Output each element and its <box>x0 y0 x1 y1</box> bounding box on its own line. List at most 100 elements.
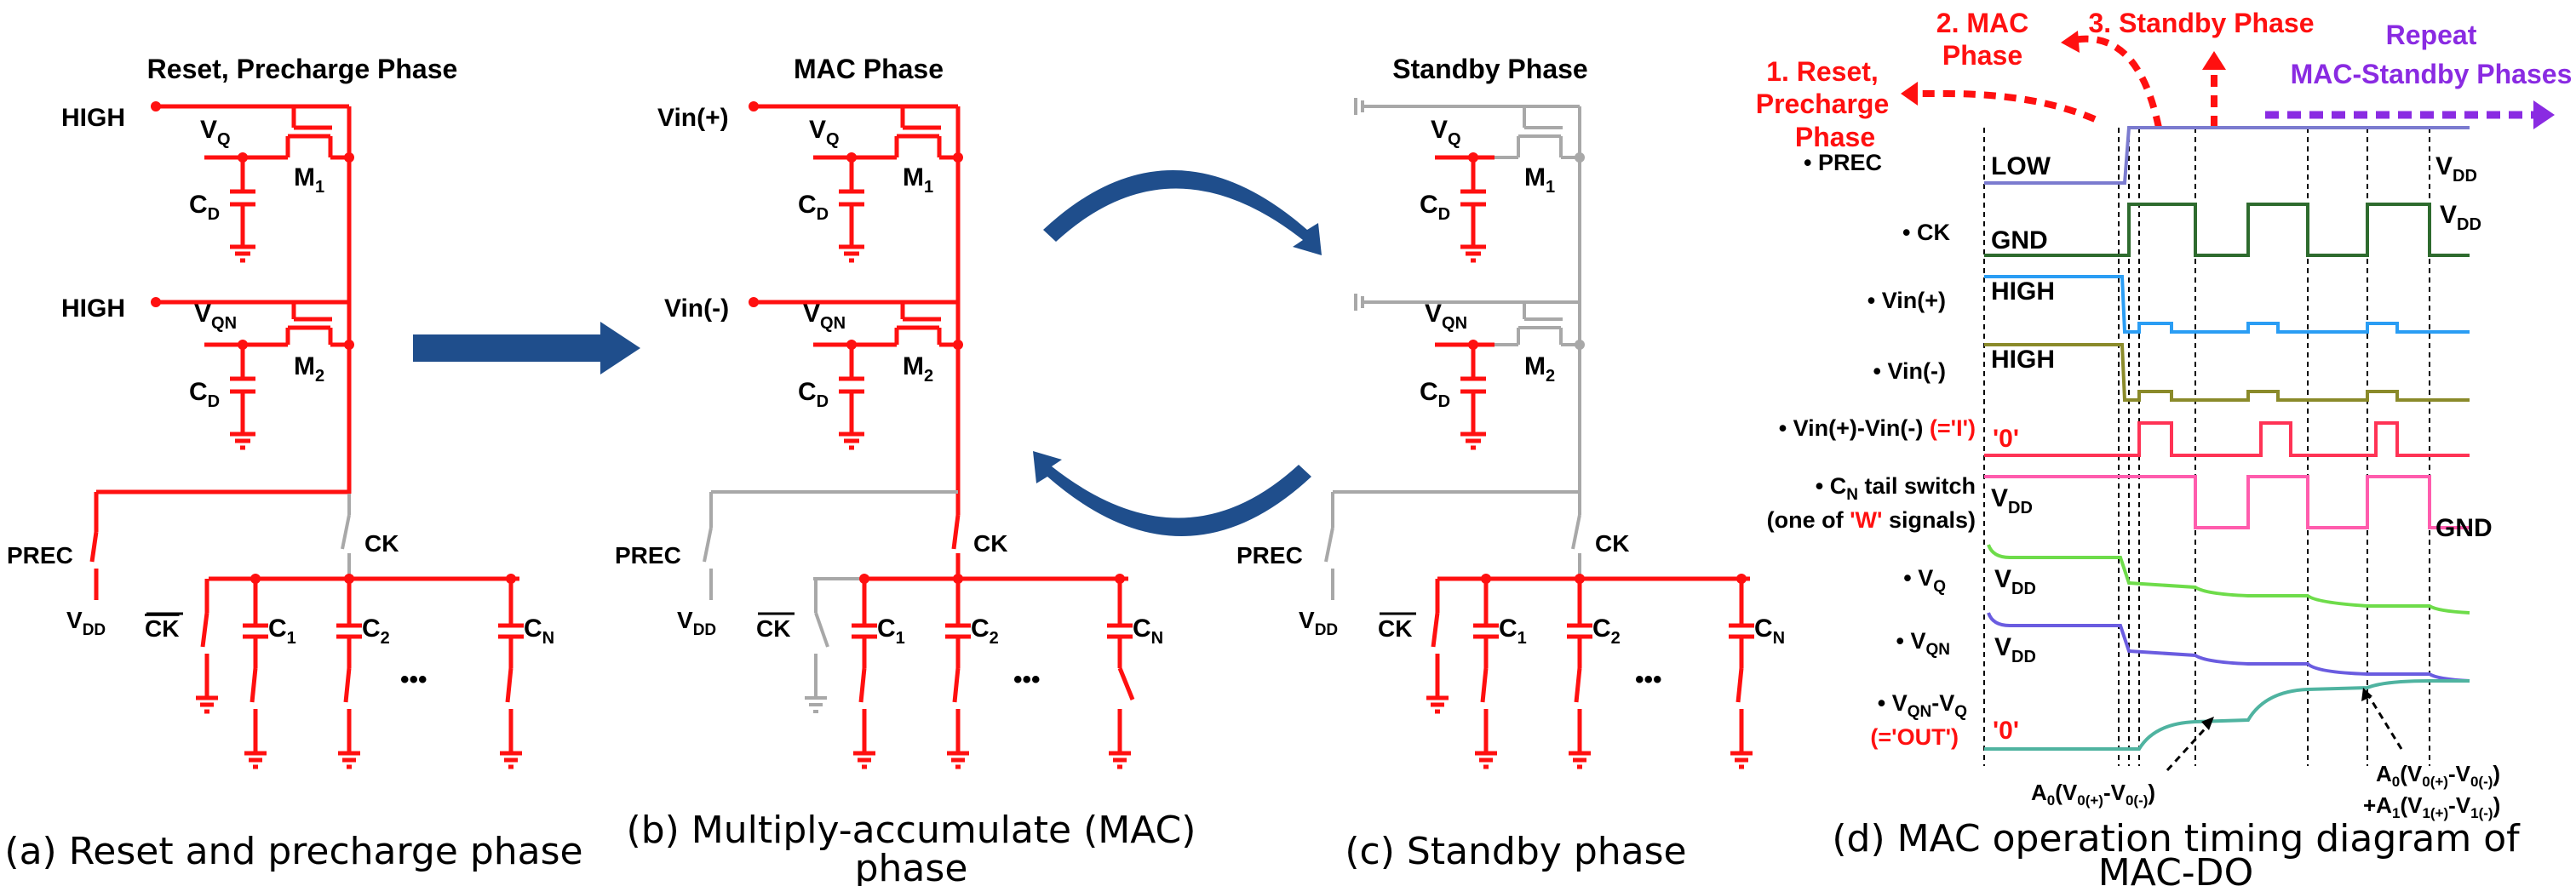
sig-prec-label: • PREC <box>1804 150 1882 175</box>
wave-vqn <box>1987 612 2470 683</box>
annotation-sum-l1: A0(V0(+)-V0(-)) <box>2376 761 2500 790</box>
wave-diff <box>1984 421 2470 457</box>
vqn-label-b: VQN <box>803 300 846 333</box>
annotation-sum-l2: +A1(V1(+)-V1(-)) <box>2363 792 2500 821</box>
phase2-arrowhead <box>2061 31 2080 53</box>
m2-label-a: M2 <box>294 352 324 386</box>
ck-label-b: CK <box>973 530 1007 557</box>
repeat-label-l2: MAC-Standby Phases <box>2291 59 2573 89</box>
phase1-label-l3: Phase <box>1795 122 1875 152</box>
cd-label-b1: CD <box>798 191 829 224</box>
wave-out <box>1984 679 2470 751</box>
high-label-top: HIGH <box>61 104 125 132</box>
transition-arrow-right <box>413 322 640 374</box>
c2-label-b: C2 <box>971 614 999 648</box>
sig-out-label-l2: (='OUT') <box>1870 724 1959 750</box>
vq-label-b: VQ <box>809 116 840 149</box>
ck-vdd-value: VDD <box>2440 201 2481 234</box>
phase1-label-l1: 1. Reset, <box>1766 56 1879 87</box>
panel-c-title: Standby Phase <box>1392 54 1587 84</box>
wave-cn-tail <box>1984 475 2470 529</box>
sig-vinm-label: • Vin(-) <box>1873 358 1946 384</box>
phase1-arrowhead <box>1901 82 1918 106</box>
ckbar-label-a: CK <box>145 615 179 642</box>
c1-label-a: C1 <box>268 614 296 648</box>
cycle-arrows <box>1033 170 1322 536</box>
phase3-arrowhead <box>2202 51 2226 70</box>
phase1-arrow <box>1908 90 2097 123</box>
wave-vq <box>1987 544 2470 614</box>
vinp-high-value: HIGH <box>1991 277 2055 306</box>
c2-label-c: C2 <box>1592 614 1621 648</box>
annotation-arrowhead-1 <box>2201 717 2214 730</box>
ck-gnd-value: GND <box>1991 226 2048 254</box>
phase2-label-l2: Phase <box>1942 40 2022 71</box>
vq-label-a: VQ <box>200 116 231 149</box>
panel-d-caption-line2: MAC-DO <box>2098 851 2253 886</box>
vqn-label-a: VQN <box>194 300 237 333</box>
sig-cn-label-l1: • CN tail switch <box>1816 473 1976 504</box>
sig-vinp-label: • Vin(+) <box>1867 288 1946 313</box>
cn-vdd-value: VDD <box>1991 484 2033 517</box>
annotation-pointers <box>2166 693 2403 772</box>
cn-label-b: CN <box>1133 614 1163 648</box>
ck-label-a: CK <box>364 530 399 557</box>
wave-prec <box>1984 126 2470 185</box>
panel-d-caption-line1: (d) MAC operation timing diagram of <box>1832 817 2521 860</box>
annotation-a0: A0(V0(+)-V0(-)) <box>2031 780 2155 809</box>
wave-vinp <box>1984 275 2470 334</box>
panel-c-caption: (c) Standby phase <box>1345 830 1686 873</box>
vin-minus-label: Vin(-) <box>664 294 729 323</box>
panel-a-title: Reset, Precharge Phase <box>147 54 458 84</box>
c1-label-c: C1 <box>1499 614 1527 648</box>
vqn-vdd-value: VDD <box>1994 633 2036 666</box>
sig-vq-label: • VQ <box>1903 565 1946 596</box>
vin-plus-label: Vin(+) <box>657 104 729 132</box>
prec-vdd-value: VDD <box>2435 152 2477 186</box>
sig-diff-label: • Vin(+)-Vin(-) (='I') <box>1779 415 1976 441</box>
ckbar-label-c: CK <box>1378 615 1412 642</box>
panel-d-timing: 1. Reset, Precharge Phase 2. MAC Phase 3… <box>1756 8 2573 886</box>
m1-label-a: M1 <box>294 163 324 197</box>
m1-label-c: M1 <box>1524 163 1555 197</box>
high-label-bottom: HIGH <box>61 294 125 323</box>
sig-out-label-l1: • VQN-VQ <box>1878 690 1967 721</box>
prec-label-a: PREC <box>7 542 73 569</box>
vinm-high-value: HIGH <box>1991 346 2055 374</box>
ckbar-label-b: CK <box>756 615 790 642</box>
prec-low-value: LOW <box>1991 152 2051 180</box>
wave-vinm <box>1984 343 2470 402</box>
ellipsis-a: ••• <box>400 666 427 694</box>
diff-zero-value: '0' <box>1993 425 2019 453</box>
sig-vqn-label: • VQN <box>1896 628 1950 659</box>
panel-b-caption-line2: phase <box>855 847 968 886</box>
vdd-label-b: VDD <box>677 607 716 639</box>
ellipsis-c: ••• <box>1635 666 1662 694</box>
cd-label-c1: CD <box>1420 191 1450 224</box>
panel-a-caption: (a) Reset and precharge phase <box>4 830 582 873</box>
sig-cn-label-l2: (one of 'W' signals) <box>1767 507 1976 533</box>
out-zero-value: '0' <box>1993 717 2019 745</box>
phase1-label-l2: Precharge <box>1756 89 1890 119</box>
prec-label-c: PREC <box>1236 542 1303 569</box>
phase2-arrow <box>2068 35 2162 129</box>
m2-label-c: M2 <box>1524 352 1555 386</box>
panel-b-mac: MAC Phase <box>615 54 1196 886</box>
panel-a-reset-precharge: Reset, Precharge Phase <box>4 54 582 873</box>
phase3-label: 3. Standby Phase <box>2089 8 2315 38</box>
phase2-label-l1: 2. MAC <box>1936 8 2028 38</box>
sig-ck-label: • CK <box>1902 220 1950 245</box>
cd-label-c2: CD <box>1420 378 1450 411</box>
panel-c-standby: Standby Phase <box>1236 54 1785 873</box>
c1-label-b: C1 <box>877 614 905 648</box>
vqn-label-c: VQN <box>1425 300 1467 333</box>
ellipsis-b: ••• <box>1013 666 1041 694</box>
m1-label-b: M1 <box>903 163 933 197</box>
cd-label-a1: CD <box>189 191 220 224</box>
panel-b-caption-line1: (b) Multiply-accumulate (MAC) <box>627 809 1196 852</box>
cd-label-a2: CD <box>189 378 220 411</box>
m2-label-b: M2 <box>903 352 933 386</box>
annotation-arrowhead-2 <box>2361 688 2372 701</box>
panel-b-title: MAC Phase <box>794 54 944 84</box>
